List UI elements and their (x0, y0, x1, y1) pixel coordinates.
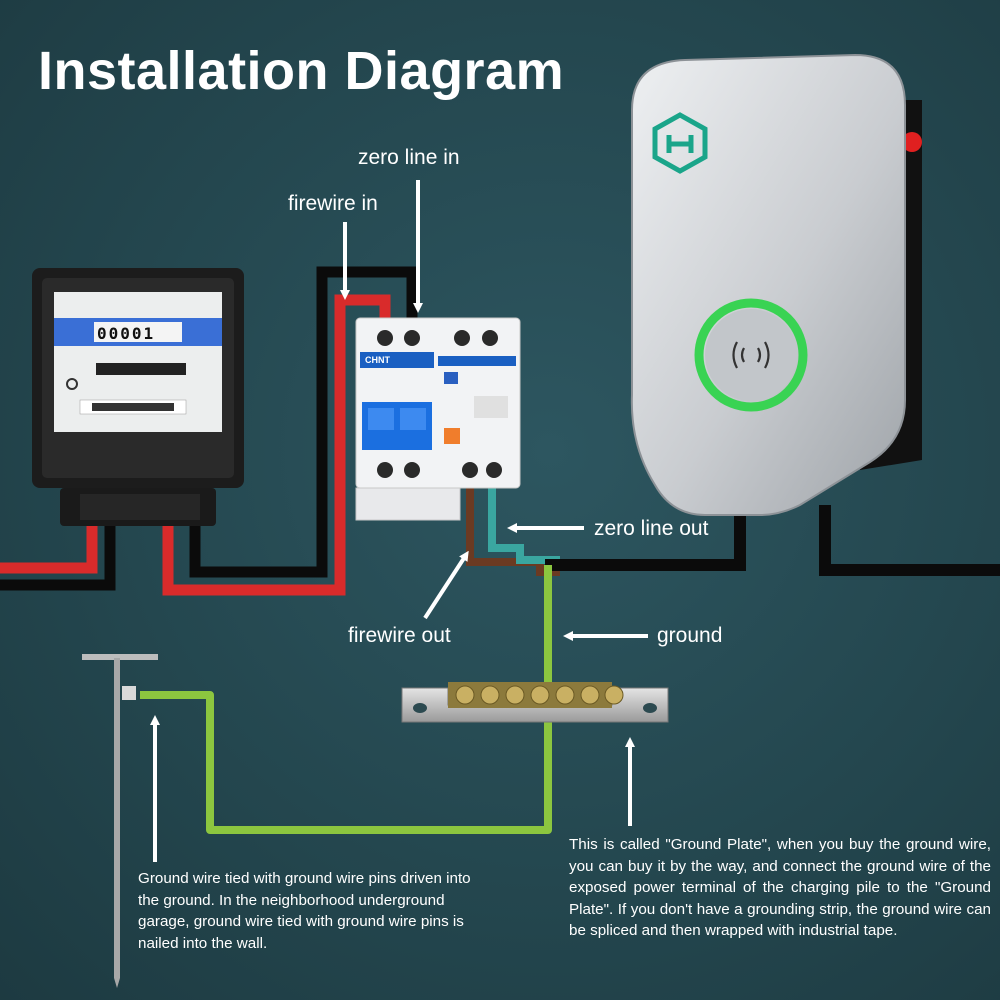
charger-cable-main (545, 505, 746, 571)
note-ground-pin: Ground wire tied with ground wire pins d… (138, 868, 488, 954)
ground-wire (140, 565, 552, 834)
label-firewire-out: firewire out (348, 624, 451, 647)
teal-wire-out (488, 488, 560, 564)
neutral-wire-input (0, 525, 116, 591)
neutral-wire-meter-breaker (189, 266, 418, 578)
ev-charger (630, 53, 922, 516)
meter-reading: 00001 (97, 324, 156, 343)
note-ground-plate-text: This is called "Ground Plate", when you … (569, 836, 991, 939)
label-zero-line-in: zero line in (358, 146, 460, 169)
live-wire-input (0, 525, 98, 574)
ground-plate (401, 682, 669, 723)
nfc-icon (732, 341, 770, 369)
note-ground-pin-text: Ground wire tied with ground wire pins d… (138, 870, 471, 952)
note-ground-plate: This is called "Ground Plate", when you … (569, 834, 991, 942)
ground-rod (82, 654, 158, 988)
label-zero-line-out: zero line out (594, 517, 709, 540)
live-wire-meter-breaker (162, 294, 391, 596)
label-ground: ground (657, 624, 723, 647)
electric-meter (32, 268, 244, 526)
circuit-breaker (355, 317, 521, 521)
arrow-icon (423, 550, 469, 620)
breaker-brand: CHNT (362, 354, 393, 366)
charger-cable-right (819, 505, 1000, 576)
page-title: Installation Diagram (38, 41, 565, 101)
charger-logo-icon (652, 112, 708, 174)
label-firewire-in: firewire in (288, 192, 378, 215)
